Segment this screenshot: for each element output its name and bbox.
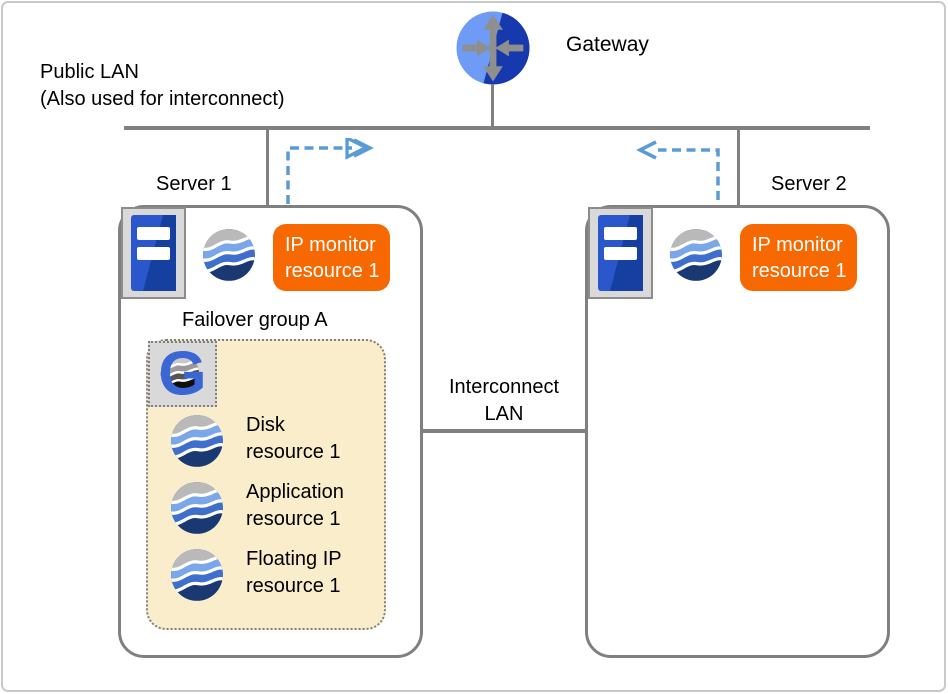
floating-ip-resource-icon: [170, 548, 224, 602]
resource-row-floating-ip: Floating IP resource 1: [170, 548, 342, 602]
public-lan-line: [124, 126, 870, 130]
server2-lan-connector: [737, 130, 740, 207]
gateway-drop-line: [491, 84, 494, 127]
gateway-label: Gateway: [566, 33, 649, 56]
ip-monitor-badge-line1: IP monitor: [752, 233, 843, 256]
failover-group-label: Failover group A: [182, 309, 328, 331]
floating-ip-resource-label-line2: resource 1: [246, 575, 341, 597]
server-icon: [121, 207, 186, 299]
disk-resource-label-line1: Disk: [246, 414, 285, 436]
ip-monitor-resource-icon: [669, 228, 723, 282]
ip-monitor-resource-icon: [202, 228, 256, 282]
application-resource-icon: [170, 481, 224, 535]
monitor-arrow-right-icon: [636, 140, 720, 200]
ip-monitor-badge: IP monitor resource 1: [740, 224, 857, 291]
floating-ip-resource-label-line1: Floating IP: [246, 548, 342, 570]
application-resource-label-line2: resource 1: [246, 508, 341, 530]
interconnect-lan-label-line1: Interconnect: [448, 376, 560, 398]
ip-monitor-badge: IP monitor resource 1: [273, 224, 390, 291]
gateway-router-icon: [455, 10, 531, 86]
application-resource-label-line1: Application: [246, 481, 344, 503]
disk-resource-icon: [170, 414, 224, 468]
public-lan-label-line2: (Also used for interconnect): [40, 88, 285, 110]
public-lan-label-line1: Public LAN: [40, 61, 139, 83]
ip-monitor-badge-line1: IP monitor: [285, 233, 376, 256]
server1-label: Server 1: [156, 173, 232, 195]
monitor-arrow-left-icon: [286, 138, 374, 204]
failover-group-icon-box: G: [148, 341, 217, 407]
server2-label: Server 2: [771, 173, 847, 195]
server-icon: [588, 207, 653, 299]
resource-row-disk: Disk resource 1: [170, 414, 341, 468]
interconnect-lan-label: Interconnect LAN: [424, 374, 584, 428]
ip-monitor-badge-line2: resource 1: [285, 259, 380, 282]
disk-resource-label-line2: resource 1: [246, 441, 341, 463]
svg-text:G: G: [158, 343, 206, 405]
ip-monitor-badge-line2: resource 1: [752, 259, 847, 282]
interconnect-lan-line: [423, 429, 585, 433]
interconnect-lan-label-line2: LAN: [484, 403, 524, 425]
server1-lan-connector: [266, 130, 269, 207]
resource-row-application: Application resource 1: [170, 481, 344, 535]
public-lan-label: Public LAN (Also used for interconnect): [40, 59, 285, 113]
failover-group-icon: G: [158, 343, 206, 405]
